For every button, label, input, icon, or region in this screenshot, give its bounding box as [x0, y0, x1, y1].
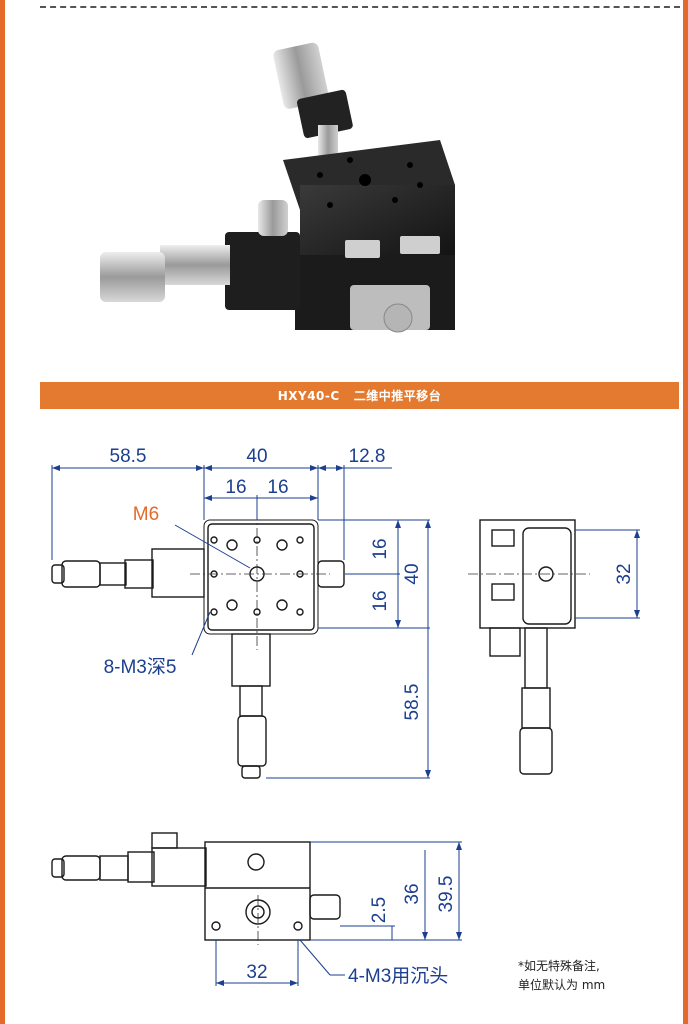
- banner-title: 二维中推平移台: [353, 389, 442, 403]
- unit-note-line1: *如无特殊备注,: [518, 959, 600, 973]
- front-dim-offset: 2.5: [369, 897, 390, 923]
- product-photo: [100, 42, 455, 333]
- dim-v-height: 40: [402, 563, 423, 584]
- left-frame-bar: [0, 0, 5, 1024]
- unit-note-line2: 单位默认为 mm: [518, 978, 606, 992]
- center-hole-label: M6: [133, 504, 159, 525]
- front-dim-height: 36: [402, 883, 423, 904]
- counterbore-label: 4-M3用沉头: [348, 965, 448, 987]
- front-dim-base: 32: [246, 962, 267, 983]
- front-dim-total: 39.5: [436, 876, 457, 913]
- dim-v-top: 16: [370, 538, 391, 559]
- dim-stage-width: 40: [246, 446, 267, 467]
- dim-half-left: 16: [225, 477, 246, 498]
- right-frame-bar: [683, 0, 688, 1024]
- banner-model: HXY40-C: [277, 388, 340, 403]
- dim-micrometer-length: 58.5: [402, 684, 423, 721]
- dim-right-offset: 12.8: [349, 446, 386, 467]
- side-dim-height: 32: [614, 563, 635, 584]
- mount-holes-label: 8-M3深5: [104, 656, 177, 678]
- dim-half-right: 16: [267, 477, 288, 498]
- dim-left-offset: 58.5: [110, 446, 147, 467]
- dim-v-bottom: 16: [370, 590, 391, 611]
- top-dashed-divider: [40, 6, 680, 8]
- section-banner: HXY40-C 二维中推平移台: [40, 382, 679, 409]
- unit-note: *如无特殊备注, 单位默认为 mm: [518, 957, 605, 995]
